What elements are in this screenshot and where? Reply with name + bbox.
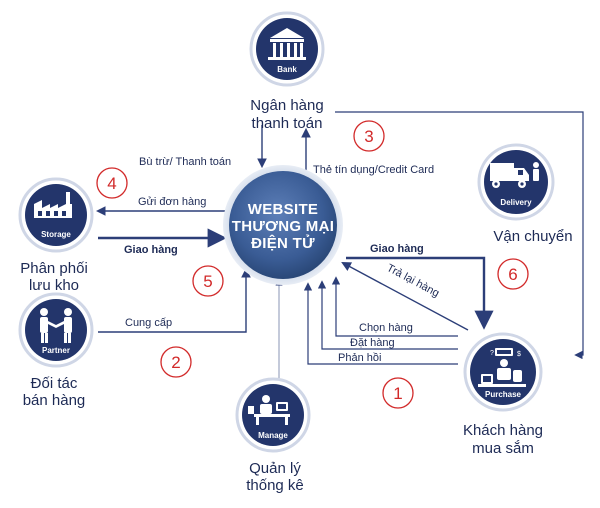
center-line-3: ĐIỆN TỬ — [251, 234, 315, 252]
flow-label-giao-hang-left: Giao hàng — [124, 244, 178, 256]
arrow-bank-loop — [335, 111, 584, 360]
step-5: 5 — [192, 265, 224, 297]
purchase-icon-label: Purchase — [485, 390, 522, 399]
node-partner: Partner Đối tác bán hàng — [18, 292, 94, 409]
step-4: 4 — [96, 167, 128, 199]
flow-label-giao-hang-right: Giao hàng — [370, 243, 424, 255]
manage-icon — [248, 395, 290, 425]
step-6-number: 6 — [508, 265, 517, 284]
bank-icon-label: Bank — [277, 65, 297, 74]
step-2: 2 — [160, 346, 192, 378]
storage-label-line-1: Phân phối — [20, 260, 88, 277]
flow-arrows — [95, 111, 584, 385]
bank-label-line-2: thanh toán — [252, 115, 323, 132]
node-storage: Storage Phân phối lưu kho — [18, 177, 94, 294]
step-5-number: 5 — [203, 272, 212, 291]
step-numbers: 1 2 3 4 5 6 — [96, 120, 529, 409]
step-4-number: 4 — [107, 174, 116, 193]
delivery-label-line-1: Vận chuyển — [493, 228, 572, 245]
arrow-cung-cap — [98, 267, 251, 333]
shopper-icon: ? $ — [478, 348, 526, 387]
purchase-label-line-1: Khách hàng — [463, 422, 543, 439]
flow-label-dat-hang: Đặt hàng — [350, 337, 395, 349]
delivery-icon-label: Delivery — [500, 198, 532, 207]
manage-label-line-1: Quản lý — [249, 460, 301, 477]
flow-label-bu-tru: Bù trừ/ Thanh toán — [139, 156, 231, 168]
partner-label-line-1: Đối tác — [31, 375, 78, 392]
node-delivery: Delivery Vận chuyển — [477, 143, 573, 245]
dollar-icon: $ — [517, 351, 521, 358]
truck-icon — [490, 162, 539, 188]
step-1: 1 — [382, 377, 414, 409]
storage-label-line-2: lưu kho — [29, 277, 79, 294]
arrow-giao-hang-right — [346, 256, 494, 330]
purchase-label-line-2: mua sắm — [472, 440, 534, 457]
arrow-dat-hang — [317, 280, 458, 350]
flow-label-tra-lai-hang: Trả lại hàng — [385, 262, 442, 300]
center-line-2: THƯƠNG MẠI — [232, 218, 334, 235]
manage-icon-label: Manage — [258, 431, 288, 440]
partner-icon-label: Partner — [42, 346, 70, 355]
partner-label-line-2: bán hàng — [23, 392, 86, 409]
arrow-phan-hoi — [303, 282, 458, 365]
flow-label-cung-cap: Cung cấp — [125, 317, 172, 329]
step-2-number: 2 — [171, 353, 180, 372]
storage-icon-label: Storage — [41, 230, 71, 239]
flow-label-credit-card: Thẻ tín dụng/Credit Card — [313, 164, 434, 176]
center-line-1: WEBSITE — [248, 201, 318, 218]
flow-label-gui-don-hang: Gửi đơn hàng — [138, 196, 206, 208]
handshake-icon — [40, 308, 72, 343]
arrow-chon-hang — [331, 276, 458, 337]
flow-label-chon-hang: Chọn hàng — [359, 322, 413, 334]
step-1-number: 1 — [393, 384, 402, 403]
step-3-number: 3 — [364, 127, 373, 146]
bank-label-line-1: Ngân hàng — [250, 97, 323, 114]
node-bank: Bank Ngân hàng thanh toán — [249, 11, 325, 132]
step-3: 3 — [353, 120, 385, 152]
manage-label-line-2: thống kê — [246, 477, 304, 494]
node-purchase: ? $ Purchase Khách hàng mua sắm — [463, 332, 543, 457]
question-mark-icon: ? — [490, 350, 494, 357]
step-6: 6 — [497, 258, 529, 290]
arrow-tra-lai-hang — [341, 262, 469, 331]
warehouse-icon — [34, 192, 72, 218]
bank-icon — [268, 28, 306, 60]
center-website: WEBSITE THƯƠNG MẠI ĐIỆN TỬ — [223, 165, 343, 285]
node-manage: Manage Quản lý thống kê — [235, 377, 311, 494]
flow-label-phan-hoi: Phản hồi — [338, 352, 381, 364]
